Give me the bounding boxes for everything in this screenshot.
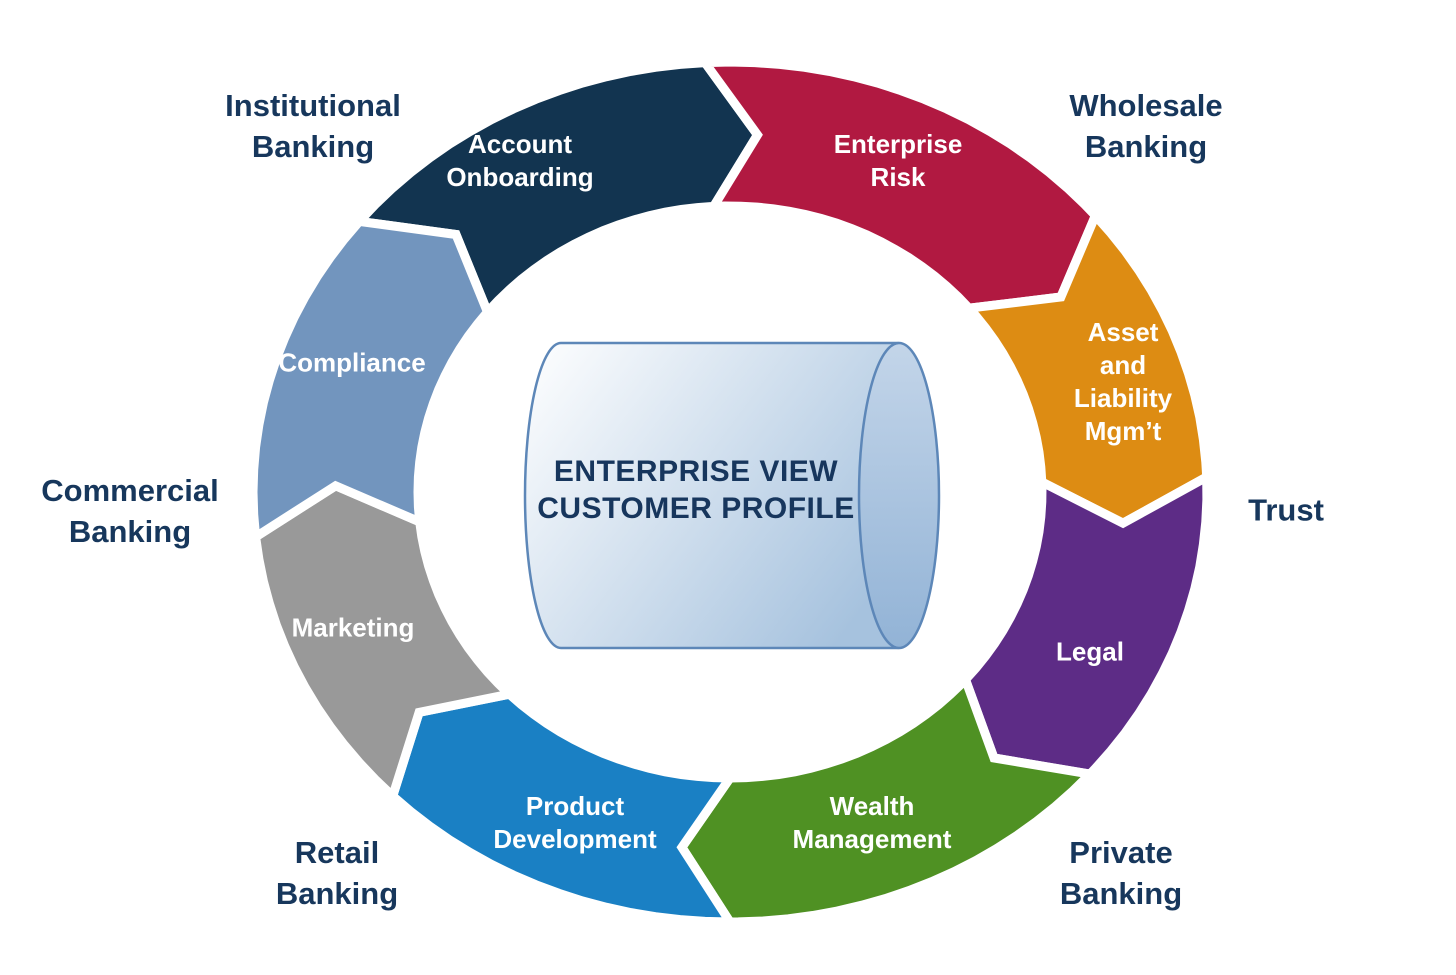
center-title: ENTERPRISE VIEW CUSTOMER PROFILE [537, 455, 855, 525]
outer-label-trust: Trust [1248, 492, 1324, 528]
segment-label-enterprise-risk: Enterprise Risk [833, 129, 963, 192]
center-cylinder [523, 341, 941, 650]
outer-label-retail-banking: Retail Banking [275, 835, 399, 911]
cycle-ring [248, 57, 1212, 927]
outer-label-wholesale-banking: Wholesale Banking [1069, 88, 1223, 164]
segment-label-compliance: Compliance [278, 347, 426, 378]
outer-label-institutional-banking: Institutional Banking [225, 88, 401, 164]
outer-label-commercial-banking: Commercial Banking [41, 473, 219, 549]
segment-label-asset-liability: Asset and Liability Mgm’t [1073, 317, 1173, 446]
segment-label-legal: Legal [1056, 636, 1124, 667]
cylinder-cap [857, 341, 941, 650]
segment-compliance [248, 216, 493, 545]
segment-label-account-onboarding: Account Onboarding [446, 129, 594, 192]
segment-label-product-development: Product Development [493, 791, 657, 854]
segment-label-wealth-management: Wealth Management [792, 791, 952, 854]
segment-legal [960, 469, 1212, 779]
segment-label-marketing: Marketing [291, 612, 415, 643]
outer-label-private-banking: Private Banking [1059, 835, 1183, 911]
